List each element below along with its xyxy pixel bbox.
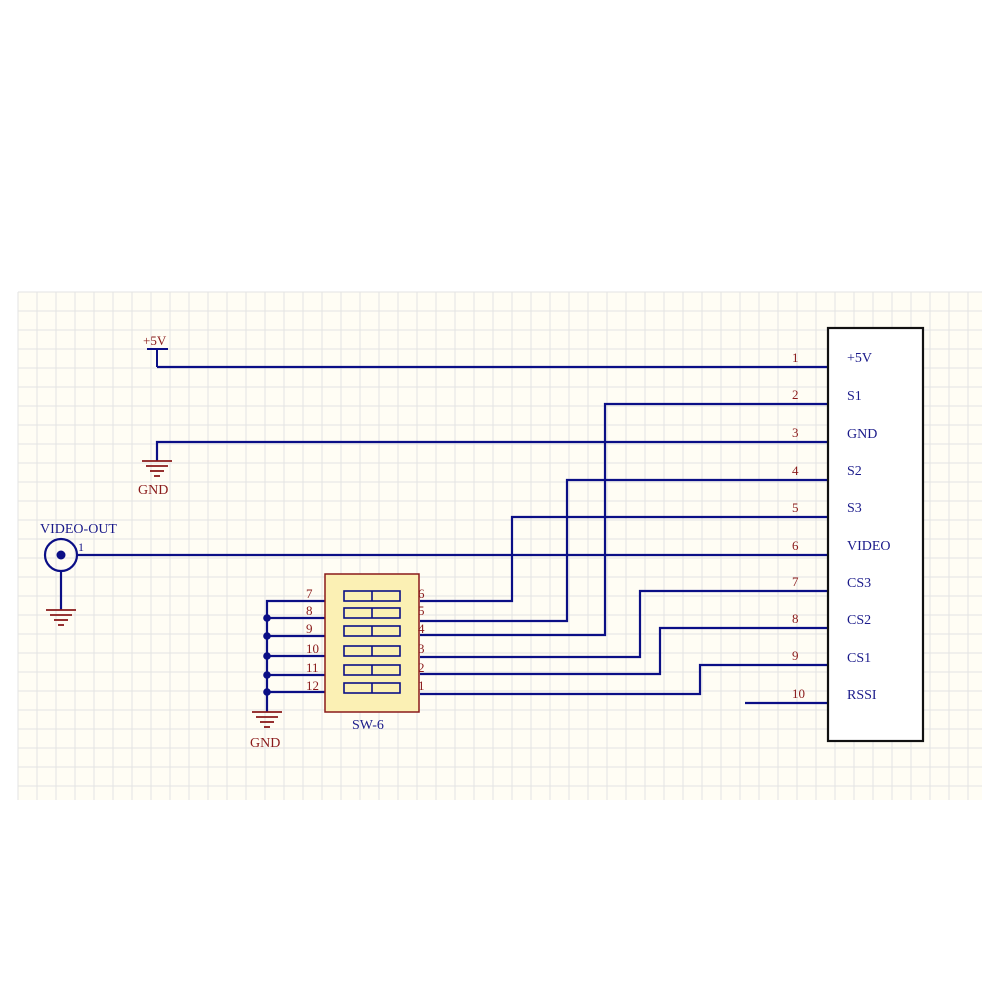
connector-pin-name: S1 <box>847 389 862 404</box>
connector-pin-name: RSSI <box>847 688 877 703</box>
ground-top-label: GND <box>138 483 168 498</box>
connector-pin-number: 9 <box>792 648 799 663</box>
grid-lines <box>17 291 982 800</box>
junction-dot <box>263 688 271 696</box>
connector-pin-name: S3 <box>847 501 862 516</box>
connector-pin-name: CS3 <box>847 576 871 591</box>
connector-pin-number: 8 <box>792 611 799 626</box>
ten-pin-connector <box>826 326 925 743</box>
junction-dot <box>263 614 271 622</box>
wire-s3 <box>420 515 828 603</box>
connector-pin-name: S2 <box>847 464 862 479</box>
junction-dot <box>263 632 271 640</box>
ground-symbol-bottom <box>252 711 282 728</box>
ground-bottom-label: GND <box>250 736 280 751</box>
connector-pin-name: VIDEO <box>847 539 891 554</box>
wire-cs1 <box>420 663 828 696</box>
switch-pin-number: 10 <box>306 641 319 656</box>
connector-pin-number: 6 <box>792 538 799 553</box>
connector-pin-name: +5V <box>847 351 872 366</box>
connector-pin-number: 7 <box>792 574 799 589</box>
switch-pin-number: 9 <box>306 621 313 636</box>
connector-pin-name: CS2 <box>847 613 871 628</box>
switch-label: SW-6 <box>352 718 384 733</box>
switch-right-pin-numbers: 6 5 4 3 2 1 <box>418 586 425 693</box>
video-out-connector <box>43 537 79 573</box>
switch-left-pin-numbers: 7 8 9 10 11 12 <box>306 586 319 693</box>
video-out-label: VIDEO-OUT <box>40 522 117 537</box>
connector-pin-numbers: 1 2 3 4 5 6 7 8 9 10 <box>792 350 805 701</box>
switch-pin-number: 8 <box>306 603 313 618</box>
connector-pin-name: GND <box>847 427 877 442</box>
connector-pin-number: 4 <box>792 463 799 478</box>
switch-pin-number: 11 <box>306 660 319 675</box>
connector-pin-names: +5V S1 GND S2 S3 VIDEO CS3 CS2 CS1 RSSI <box>847 351 891 703</box>
connector-pin-number: 3 <box>792 425 799 440</box>
wire-s1 <box>420 402 828 637</box>
wire-cs3 <box>420 589 828 659</box>
junction-dots <box>263 614 271 696</box>
connector-pin-name: CS1 <box>847 651 871 666</box>
schematic-sheet <box>18 292 982 800</box>
switch-pin-number: 1 <box>418 678 425 693</box>
switch-pin-number: 3 <box>418 641 425 656</box>
ground-symbol-video <box>46 609 76 626</box>
switch-pin-number: 12 <box>306 678 319 693</box>
wire-gnd <box>155 440 828 461</box>
switch-pin-number: 6 <box>418 586 425 601</box>
ground-symbol-top <box>142 460 172 477</box>
wire-cs2 <box>420 626 828 676</box>
dip-switch-sw6 <box>324 573 420 713</box>
junction-dot <box>263 671 271 679</box>
power-5v-label: +5V <box>143 333 167 348</box>
switch-pin-number: 7 <box>306 586 313 601</box>
switch-pin-number: 2 <box>418 660 425 675</box>
connector-pin-number: 2 <box>792 387 799 402</box>
power-5v-symbol <box>147 348 168 367</box>
video-out-pin-number: 1 <box>78 540 84 554</box>
connector-pin-number: 10 <box>792 686 805 701</box>
junction-dot <box>263 652 271 660</box>
connector-pin-number: 5 <box>792 500 799 515</box>
connector-pin-number: 1 <box>792 350 799 365</box>
switch-pin-number: 5 <box>418 603 425 618</box>
wires <box>59 365 828 712</box>
wire-s2 <box>420 478 828 623</box>
switch-pin-number: 4 <box>418 621 425 636</box>
